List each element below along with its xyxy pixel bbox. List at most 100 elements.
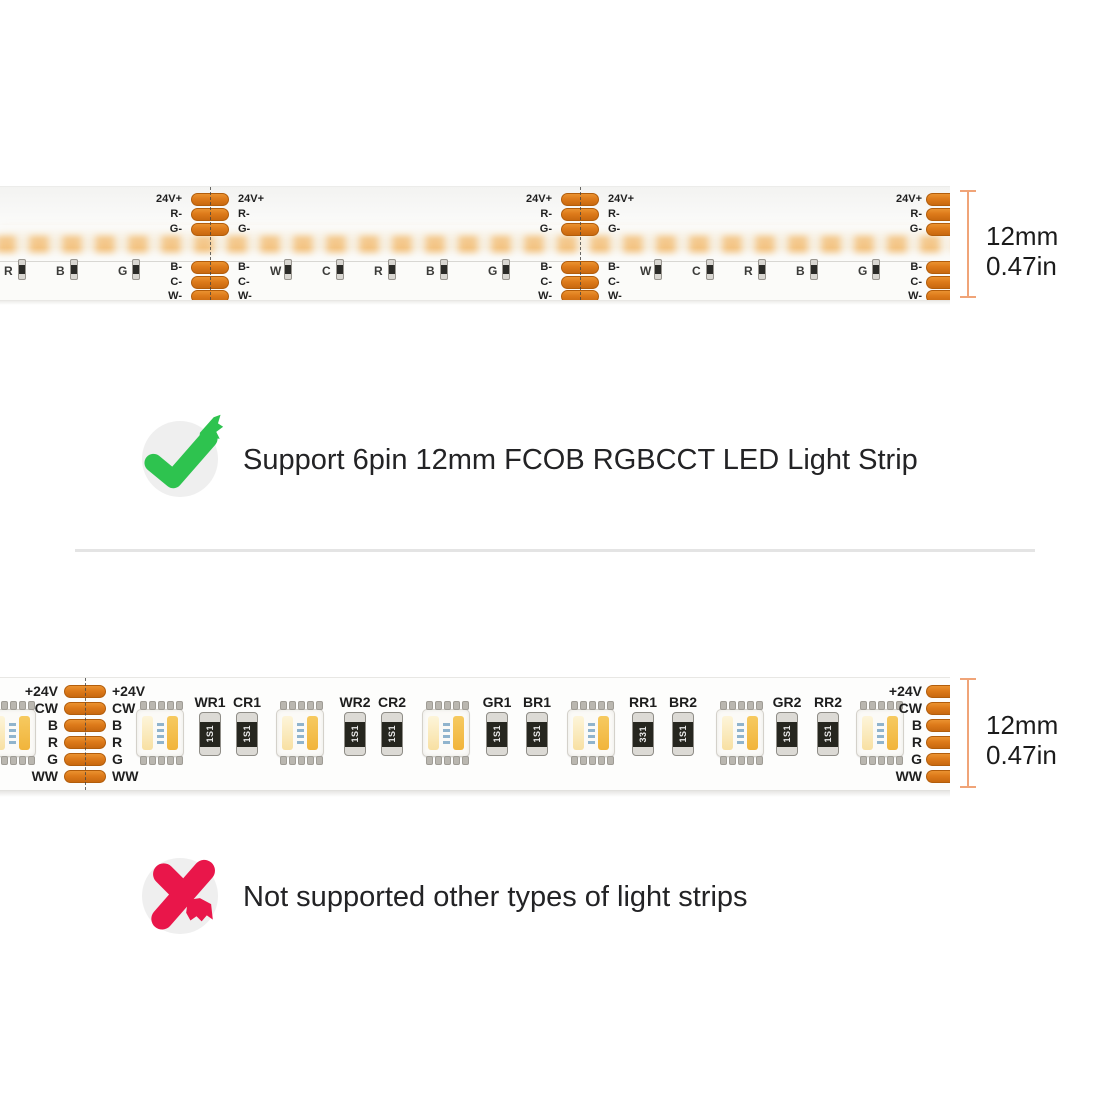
- resistor-code: 1S1: [242, 725, 252, 743]
- chip-resistor: [440, 259, 448, 280]
- pad-label: C-: [170, 276, 182, 288]
- led-chip: [443, 723, 450, 745]
- not-supported-text: Not supported other types of light strip…: [243, 881, 748, 913]
- component-letter: W: [640, 264, 652, 278]
- pad-label: WW: [895, 768, 922, 784]
- led-pin: [720, 701, 727, 710]
- resistor-code: 1S1: [532, 725, 542, 743]
- led-pin: [738, 756, 745, 765]
- led-pin: [176, 756, 183, 765]
- pad-label: C-: [910, 276, 922, 288]
- pad-label: G: [911, 751, 922, 767]
- chip-resistor: [132, 259, 140, 280]
- pad-label: R-: [910, 208, 922, 220]
- led-pin: [19, 701, 26, 710]
- led-pin: [426, 701, 433, 710]
- pad-label: WW: [112, 768, 139, 784]
- pad-label: G-: [608, 223, 621, 235]
- chip-resistor: [654, 259, 662, 280]
- led-chip: [297, 723, 304, 745]
- led-pin: [896, 756, 903, 765]
- dimension-line-fcob: [960, 190, 976, 298]
- resistor: 1S1: [236, 712, 258, 756]
- pad-label: R-: [608, 208, 620, 220]
- pad-label: W-: [168, 290, 182, 301]
- dimension-cap-bottom: [960, 786, 976, 788]
- led-pin: [1, 701, 8, 710]
- component-letter: G: [858, 264, 868, 278]
- pad-label: G: [47, 751, 58, 767]
- pad-label: 24V+: [238, 193, 264, 205]
- led-pin: [289, 701, 296, 710]
- resistor-label: BR1: [522, 694, 551, 710]
- pad-label: +24V: [112, 683, 146, 699]
- led-pin: [869, 701, 876, 710]
- dimension-label-fcob: 12mm 0.47in: [986, 221, 1058, 281]
- resistor: 1S1: [776, 712, 798, 756]
- dimension-mm: 12mm: [986, 221, 1059, 251]
- led-pin: [571, 756, 578, 765]
- led-pin: [589, 701, 596, 710]
- dimension-bar: [967, 678, 969, 788]
- led-pin: [589, 756, 596, 765]
- led-pin: [140, 756, 147, 765]
- led-pin: [453, 701, 460, 710]
- pad-label: 24V+: [608, 193, 634, 205]
- led-pin: [607, 701, 614, 710]
- component-letter: B: [56, 264, 65, 278]
- led-pin: [462, 701, 469, 710]
- resistor-label: BR2: [668, 694, 697, 710]
- pad-label: W-: [608, 290, 622, 301]
- chip-resistor: [872, 259, 880, 280]
- fcob-led-strip: 24V+24V+R-R-G-G-B-B-C-C-W-W-24V+24V+R-R-…: [0, 186, 950, 301]
- led-pin: [167, 701, 174, 710]
- fcob-glow-fade: [0, 225, 950, 263]
- support-text: Support 6pin 12mm FCOB RGBCCT LED Light …: [243, 444, 918, 476]
- led-pin: [887, 756, 894, 765]
- led-phosphor-bar-right: [887, 716, 898, 750]
- led-pin: [10, 701, 17, 710]
- resistor-code: 331: [638, 725, 648, 743]
- led-pin: [887, 701, 894, 710]
- led-pin: [280, 756, 287, 765]
- component-letter: B: [426, 264, 435, 278]
- pad-label: W-: [908, 290, 922, 301]
- led-pin: [289, 756, 296, 765]
- led-pin: [280, 701, 287, 710]
- pad-label: WW: [31, 768, 58, 784]
- led-pin: [756, 701, 763, 710]
- component-letter: R: [374, 264, 383, 278]
- chip-resistor: [388, 259, 396, 280]
- pad-label: B-: [540, 261, 552, 273]
- led-pin: [869, 756, 876, 765]
- resistor-code: 1S1: [782, 725, 792, 743]
- resistor: 331: [632, 712, 654, 756]
- component-letter: G: [118, 264, 128, 278]
- resistor-label: GR2: [772, 694, 802, 710]
- pad-label: B-: [170, 261, 182, 273]
- led-pin: [738, 701, 745, 710]
- component-letter: B: [796, 264, 805, 278]
- led-chip: [737, 723, 744, 745]
- dimension-inch: 0.47in: [986, 740, 1057, 770]
- led-pin: [444, 756, 451, 765]
- component-letter: C: [322, 264, 331, 278]
- led-pin: [149, 701, 156, 710]
- led-chip: [157, 723, 164, 745]
- pad-label: CW: [112, 700, 136, 716]
- resistor-label: GR1: [482, 694, 512, 710]
- solder-pad: [926, 753, 950, 766]
- led-pin: [747, 701, 754, 710]
- pad-label: B-: [608, 261, 620, 273]
- resistor-label: CR2: [377, 694, 406, 710]
- dimension-line-smd: [960, 678, 976, 788]
- pad-label: G: [112, 751, 123, 767]
- pad-label: G-: [169, 223, 182, 235]
- led-pin: [316, 756, 323, 765]
- cut-line: [580, 187, 581, 300]
- resistor-code: 1S1: [205, 725, 215, 743]
- led-pin: [878, 756, 885, 765]
- led-phosphor-bar-left: [862, 716, 873, 750]
